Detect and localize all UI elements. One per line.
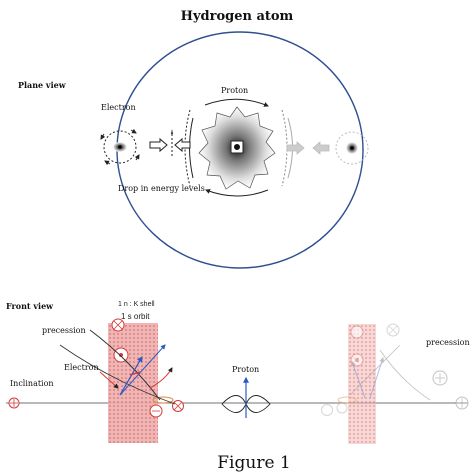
shell-band-right xyxy=(348,324,376,444)
shell-band-left xyxy=(108,323,158,443)
electron-front-mid xyxy=(113,347,129,363)
electron-label-front: Electron xyxy=(64,363,99,372)
electron-front-low xyxy=(149,396,184,418)
electron-plane-left xyxy=(100,128,140,166)
proton-plane xyxy=(184,98,293,197)
plane-view-label: Plane view xyxy=(18,80,67,90)
ghost-arrows xyxy=(286,141,330,155)
figure-caption: Figure 1 xyxy=(217,453,290,473)
electron-inclination xyxy=(8,397,20,409)
proton-label-plane: Proton xyxy=(221,86,248,95)
precession-paths-left xyxy=(59,329,176,405)
proton-label-front: Proton xyxy=(232,365,259,374)
precession-label-right: precession xyxy=(426,338,470,347)
proton-front xyxy=(221,376,271,418)
electrons-front-right xyxy=(321,323,469,416)
electron-plane-right xyxy=(335,131,369,165)
precession-label-left: precession xyxy=(42,326,86,335)
drop-energy-label: Drop in energy levels xyxy=(118,184,205,193)
front-view: Front view 1 n : K shell 1 s orbit xyxy=(6,301,470,444)
hollow-arrows xyxy=(149,129,191,158)
figure-title: Hydrogen atom xyxy=(181,9,294,24)
front-view-label: Front view xyxy=(6,301,54,311)
electron-label-plane: Electron xyxy=(101,103,136,112)
plane-view: Plane view Proton Electron xyxy=(18,31,369,269)
electron-front-top xyxy=(111,318,125,332)
shell-label: 1 n : K shell xyxy=(118,301,155,308)
inclination-label: Inclination xyxy=(10,379,54,388)
orbit-label: 1 s orbit xyxy=(121,312,150,321)
